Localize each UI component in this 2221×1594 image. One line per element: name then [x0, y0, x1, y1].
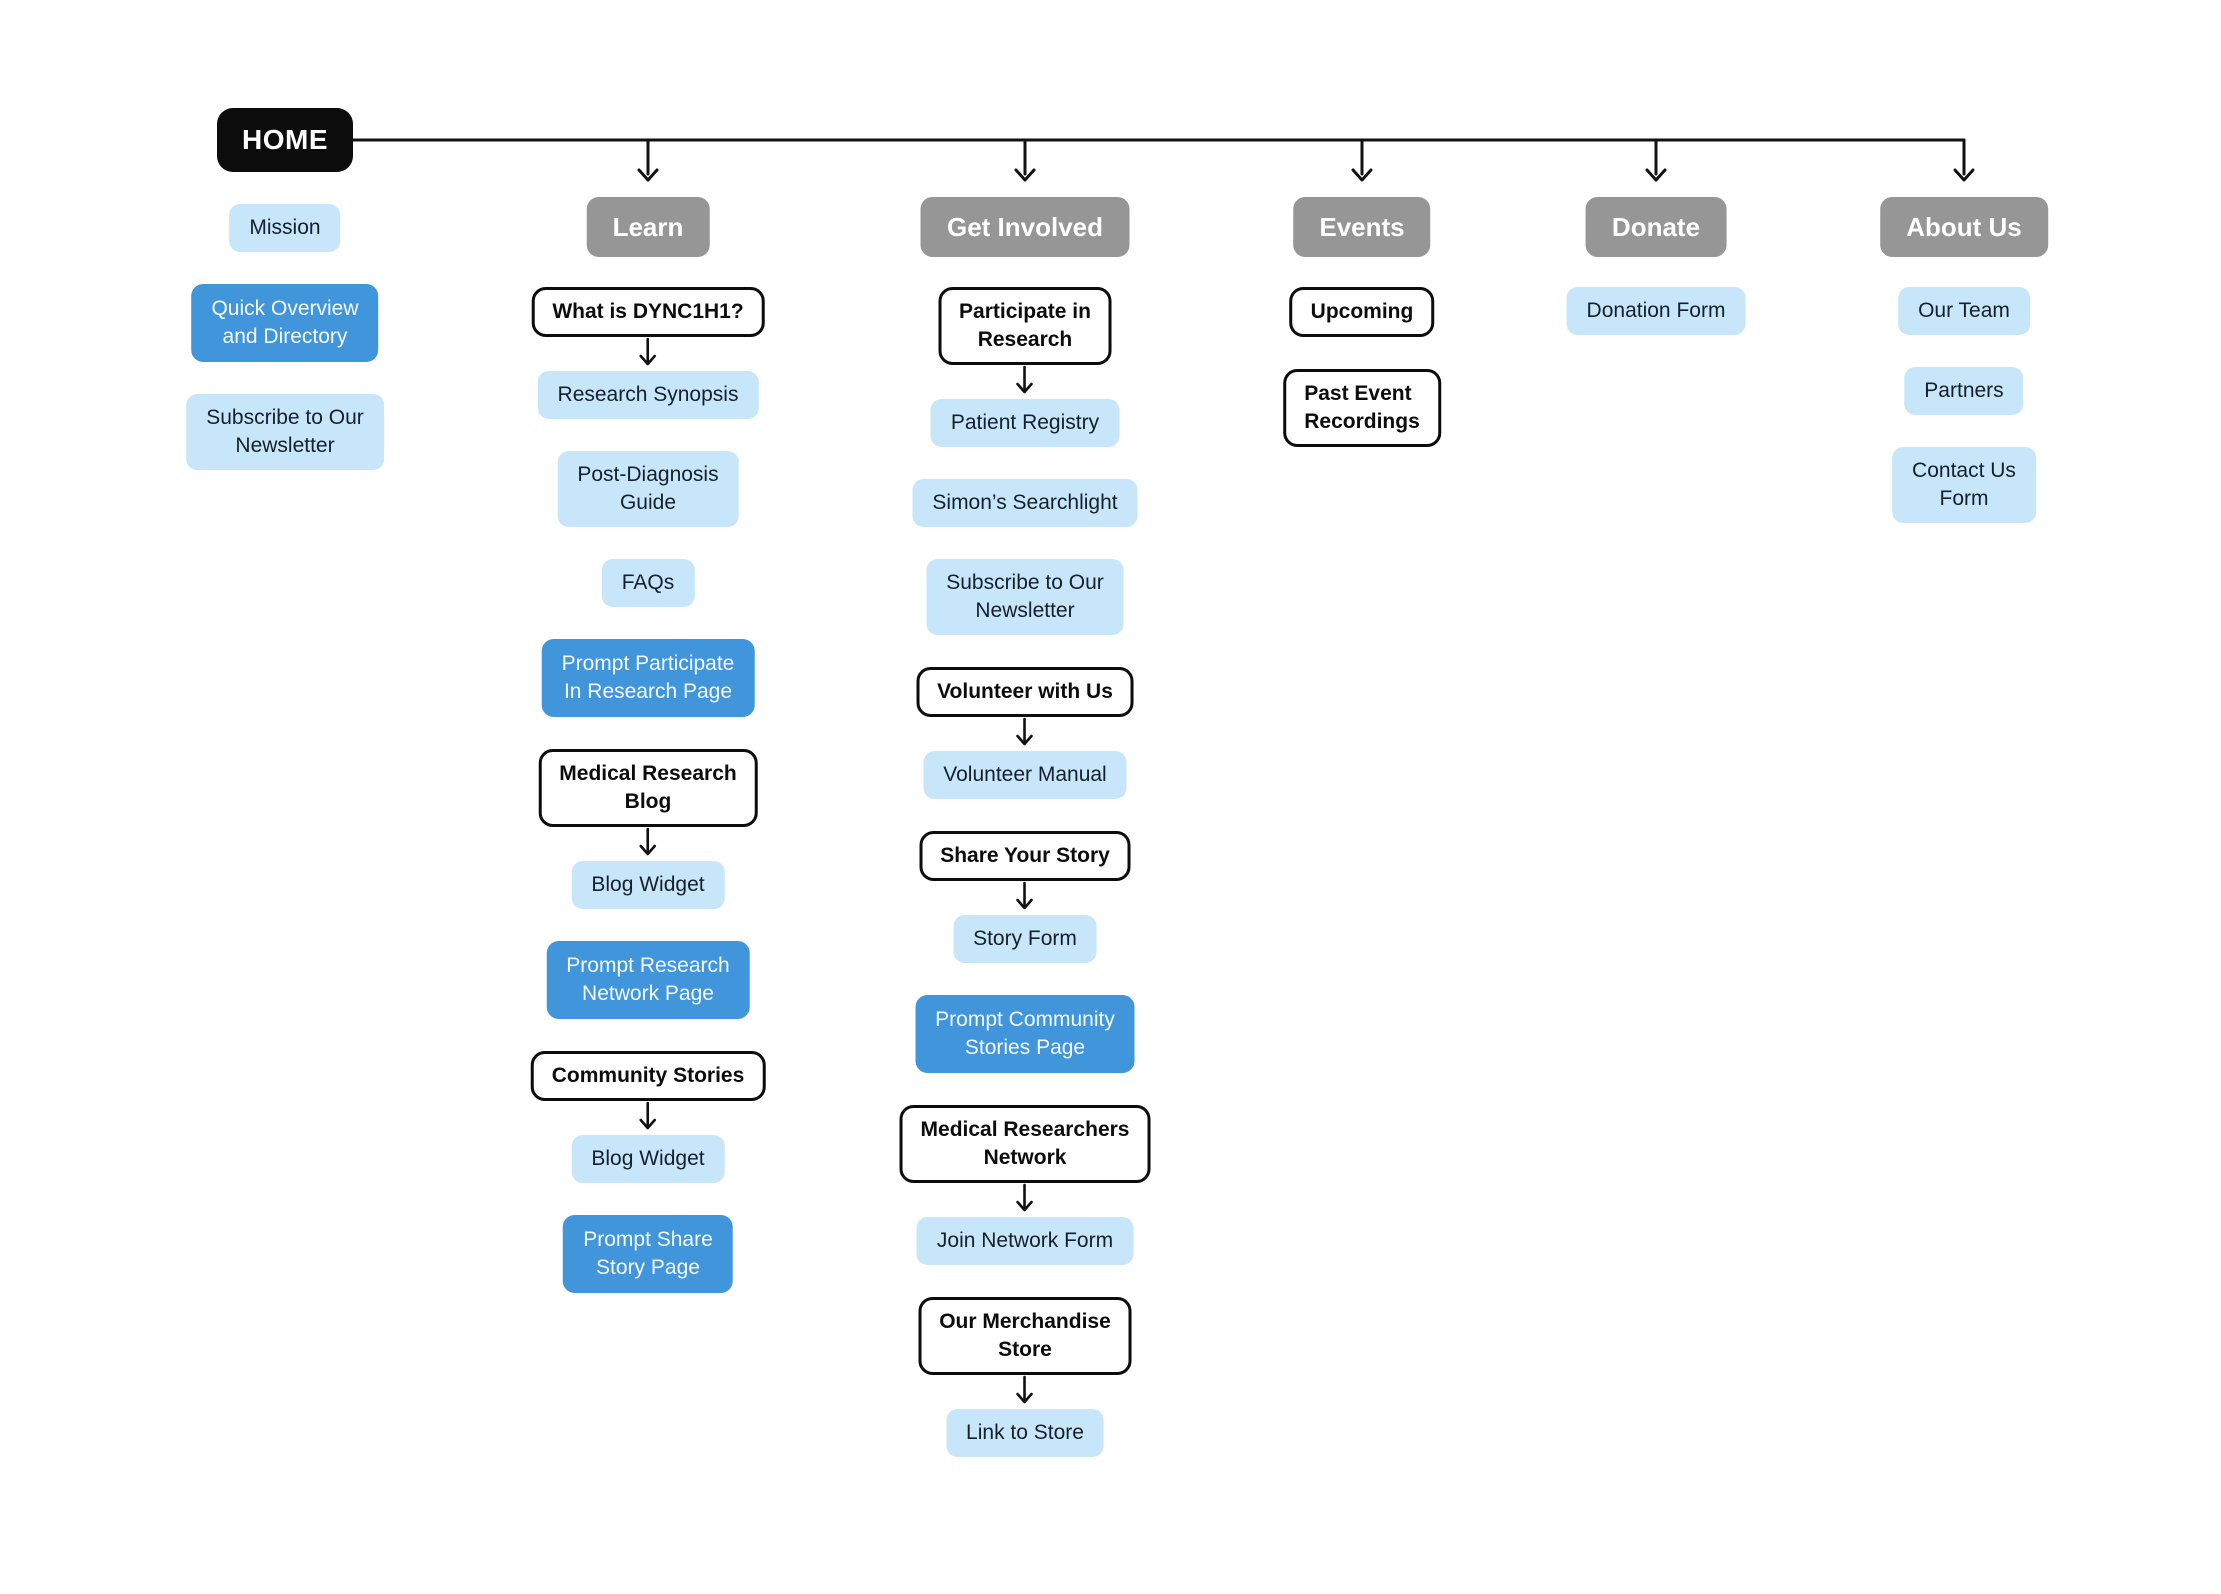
node-volunteer-with-us: Volunteer with Us — [916, 667, 1134, 717]
down-arrow-icon — [639, 1101, 657, 1130]
down-arrowhead-icon — [1953, 168, 1975, 182]
node-past-event-recordings: Past Event Recordings — [1283, 369, 1441, 447]
column-events: Events Upcoming Past Event Recordings — [1283, 197, 1441, 447]
column-donate: Donate Donation Form — [1566, 197, 1746, 335]
node-blog-widget: Blog Widget — [571, 1135, 725, 1183]
node-community-stories: Community Stories — [530, 1051, 766, 1101]
node-prompt-share-story-page: Prompt Share Story Page — [563, 1215, 733, 1293]
node-join-network-form: Join Network Form — [916, 1217, 1134, 1265]
node-share-your-story: Share Your Story — [919, 831, 1131, 881]
down-arrow-icon — [1016, 717, 1034, 746]
down-arrowhead-icon — [1645, 168, 1667, 182]
node-story-form: Story Form — [953, 915, 1097, 963]
node-subscribe-to-our-newsletter: Subscribe to Our Newsletter — [926, 559, 1124, 635]
down-arrow-icon — [1016, 1183, 1034, 1212]
node-our-team: Our Team — [1898, 287, 2030, 335]
node-donation-form: Donation Form — [1566, 287, 1746, 335]
node-our-merchandise-store: Our Merchandise Store — [918, 1297, 1132, 1375]
node-contact-us-form: Contact Us Form — [1892, 447, 2036, 523]
down-arrow-icon — [1016, 881, 1034, 910]
node-medical-researchers-network: Medical Researchers Network — [899, 1105, 1151, 1183]
down-arrow-icon — [1016, 1375, 1034, 1404]
column-header-donate: Donate — [1585, 197, 1727, 257]
node-what-is-dync1h1: What is DYNC1H1? — [531, 287, 765, 337]
node-participate-in-research: Participate in Research — [938, 287, 1112, 365]
node-link-to-store: Link to Store — [946, 1409, 1104, 1457]
column-header-learn: Learn — [586, 197, 710, 257]
node-research-synopsis: Research Synopsis — [537, 371, 759, 419]
node-quick-overview-and-directory: Quick Overview and Directory — [191, 284, 379, 362]
node-prompt-research-network-page: Prompt Research Network Page — [546, 941, 750, 1019]
column-home-children: Mission Quick Overview and Directory Sub… — [186, 204, 384, 470]
column-header-events: Events — [1293, 197, 1431, 257]
node-prompt-participate-in-research-page: Prompt Participate In Research Page — [541, 639, 755, 717]
down-arrow-icon — [1016, 365, 1034, 394]
node-medical-research-blog: Medical Research Blog — [538, 749, 758, 827]
column-header-about-us: About Us — [1880, 197, 2048, 257]
node-subscribe-to-our-newsletter: Subscribe to Our Newsletter — [186, 394, 384, 470]
down-arrow-icon — [639, 827, 657, 856]
column-learn: Learn What is DYNC1H1? Research Synopsis… — [530, 197, 766, 1293]
node-home: HOME — [217, 108, 353, 172]
node-partners: Partners — [1904, 367, 2024, 415]
node-faqs: FAQs — [601, 559, 695, 607]
node-post-diagnosis-guide: Post-Diagnosis Guide — [557, 451, 739, 527]
node-simons-searchlight: Simon’s Searchlight — [912, 479, 1138, 527]
down-arrowhead-icon — [1014, 168, 1036, 182]
down-arrowhead-icon — [1351, 168, 1373, 182]
node-blog-widget: Blog Widget — [571, 861, 725, 909]
node-mission: Mission — [229, 204, 341, 252]
node-patient-registry: Patient Registry — [930, 399, 1120, 447]
column-header-get-involved: Get Involved — [920, 197, 1130, 257]
column-get-involved: Get Involved Participate in Research Pat… — [899, 197, 1151, 1457]
node-prompt-community-stories-page: Prompt Community Stories Page — [915, 995, 1135, 1073]
down-arrow-icon — [639, 337, 657, 366]
node-upcoming: Upcoming — [1289, 287, 1435, 337]
node-volunteer-manual: Volunteer Manual — [923, 751, 1127, 799]
down-arrowhead-icon — [637, 168, 659, 182]
column-about-us: About Us Our Team Partners Contact Us Fo… — [1880, 197, 2048, 523]
